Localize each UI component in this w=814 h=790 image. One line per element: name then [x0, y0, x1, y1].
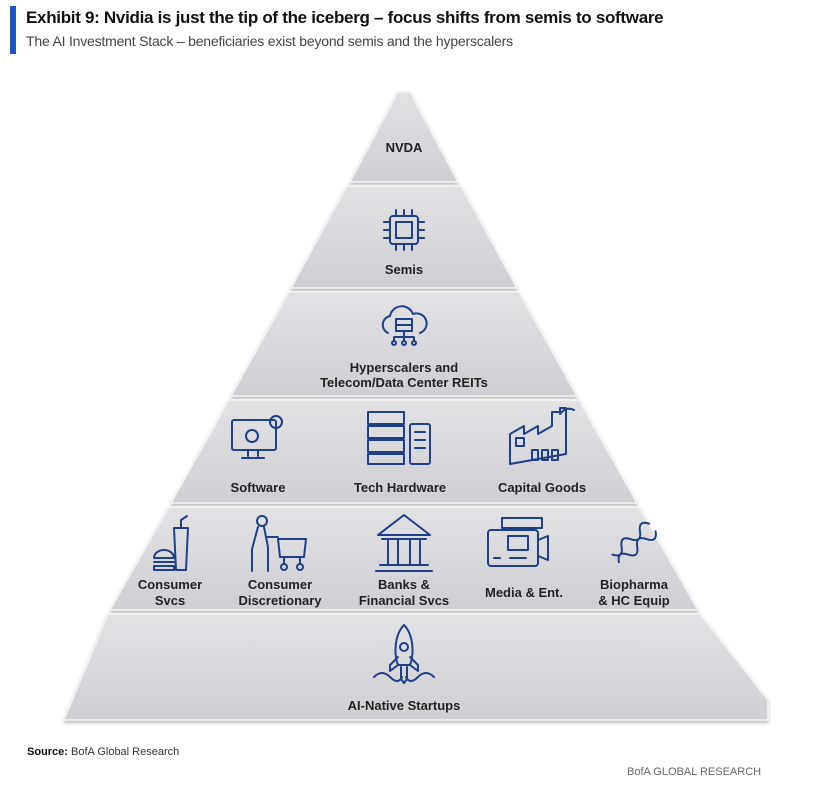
tier-label-nvda: NVDA — [386, 140, 423, 155]
pyramid-diagram: NVDA Semis Hyperscalers and Telecom/Data… — [63, 91, 769, 721]
tier-label-capital-goods: Capital Goods — [498, 480, 586, 495]
video-camera-icon — [487, 517, 549, 567]
tier-label-consumer-discretionary-1: Consumer — [248, 577, 312, 592]
chip-icon — [383, 209, 425, 251]
tier-label-banks-1: Banks & — [378, 577, 430, 592]
source-note: Source: BofA Global Research — [27, 746, 179, 758]
tier-label-consumer-discretionary-2: Discretionary — [238, 593, 322, 608]
tier-label-consumer-svcs-2: Svcs — [155, 593, 185, 608]
tier-label-banks-2: Financial Svcs — [359, 593, 449, 608]
server-rack-icon — [367, 411, 431, 465]
tier-nvda — [349, 91, 459, 183]
tier-ai-native-startups — [63, 613, 769, 721]
tier-label-tech-hardware: Tech Hardware — [354, 480, 446, 495]
source-label: Source: — [27, 746, 68, 758]
tier-label-media: Media & Ent. — [485, 585, 563, 600]
tier-label-ai-native-startups: AI-Native Startups — [348, 698, 461, 713]
burger-drink-icon — [153, 515, 189, 571]
bank-icon — [375, 514, 433, 572]
accent-bar — [10, 6, 16, 54]
tier-label-semis: Semis — [385, 262, 423, 277]
monitor-gear-icon — [231, 415, 283, 459]
tier-label-hyperscalers-2: Telecom/Data Center REITs — [320, 375, 488, 390]
rocket-icon — [373, 624, 435, 684]
source-text: BofA Global Research — [67, 746, 180, 758]
tier-label-consumer-svcs-1: Consumer — [138, 577, 202, 592]
cloud-server-icon — [381, 305, 428, 346]
dna-icon — [611, 521, 657, 564]
brand-footer: BofA GLOBAL RESEARCH — [627, 766, 762, 778]
tier-label-biopharma-2: & HC Equip — [598, 593, 670, 608]
shopping-cart-icon — [251, 515, 307, 572]
tier-label-biopharma-1: Biopharma — [600, 577, 669, 592]
tier-label-software: Software — [231, 480, 286, 495]
tier-label-hyperscalers-1: Hyperscalers and — [350, 360, 458, 375]
exhibit-title: Exhibit 9: Nvidia is just the tip of the… — [26, 8, 664, 27]
exhibit-subtitle: The AI Investment Stack – beneficiaries … — [26, 33, 513, 49]
factory-icon — [509, 407, 575, 465]
